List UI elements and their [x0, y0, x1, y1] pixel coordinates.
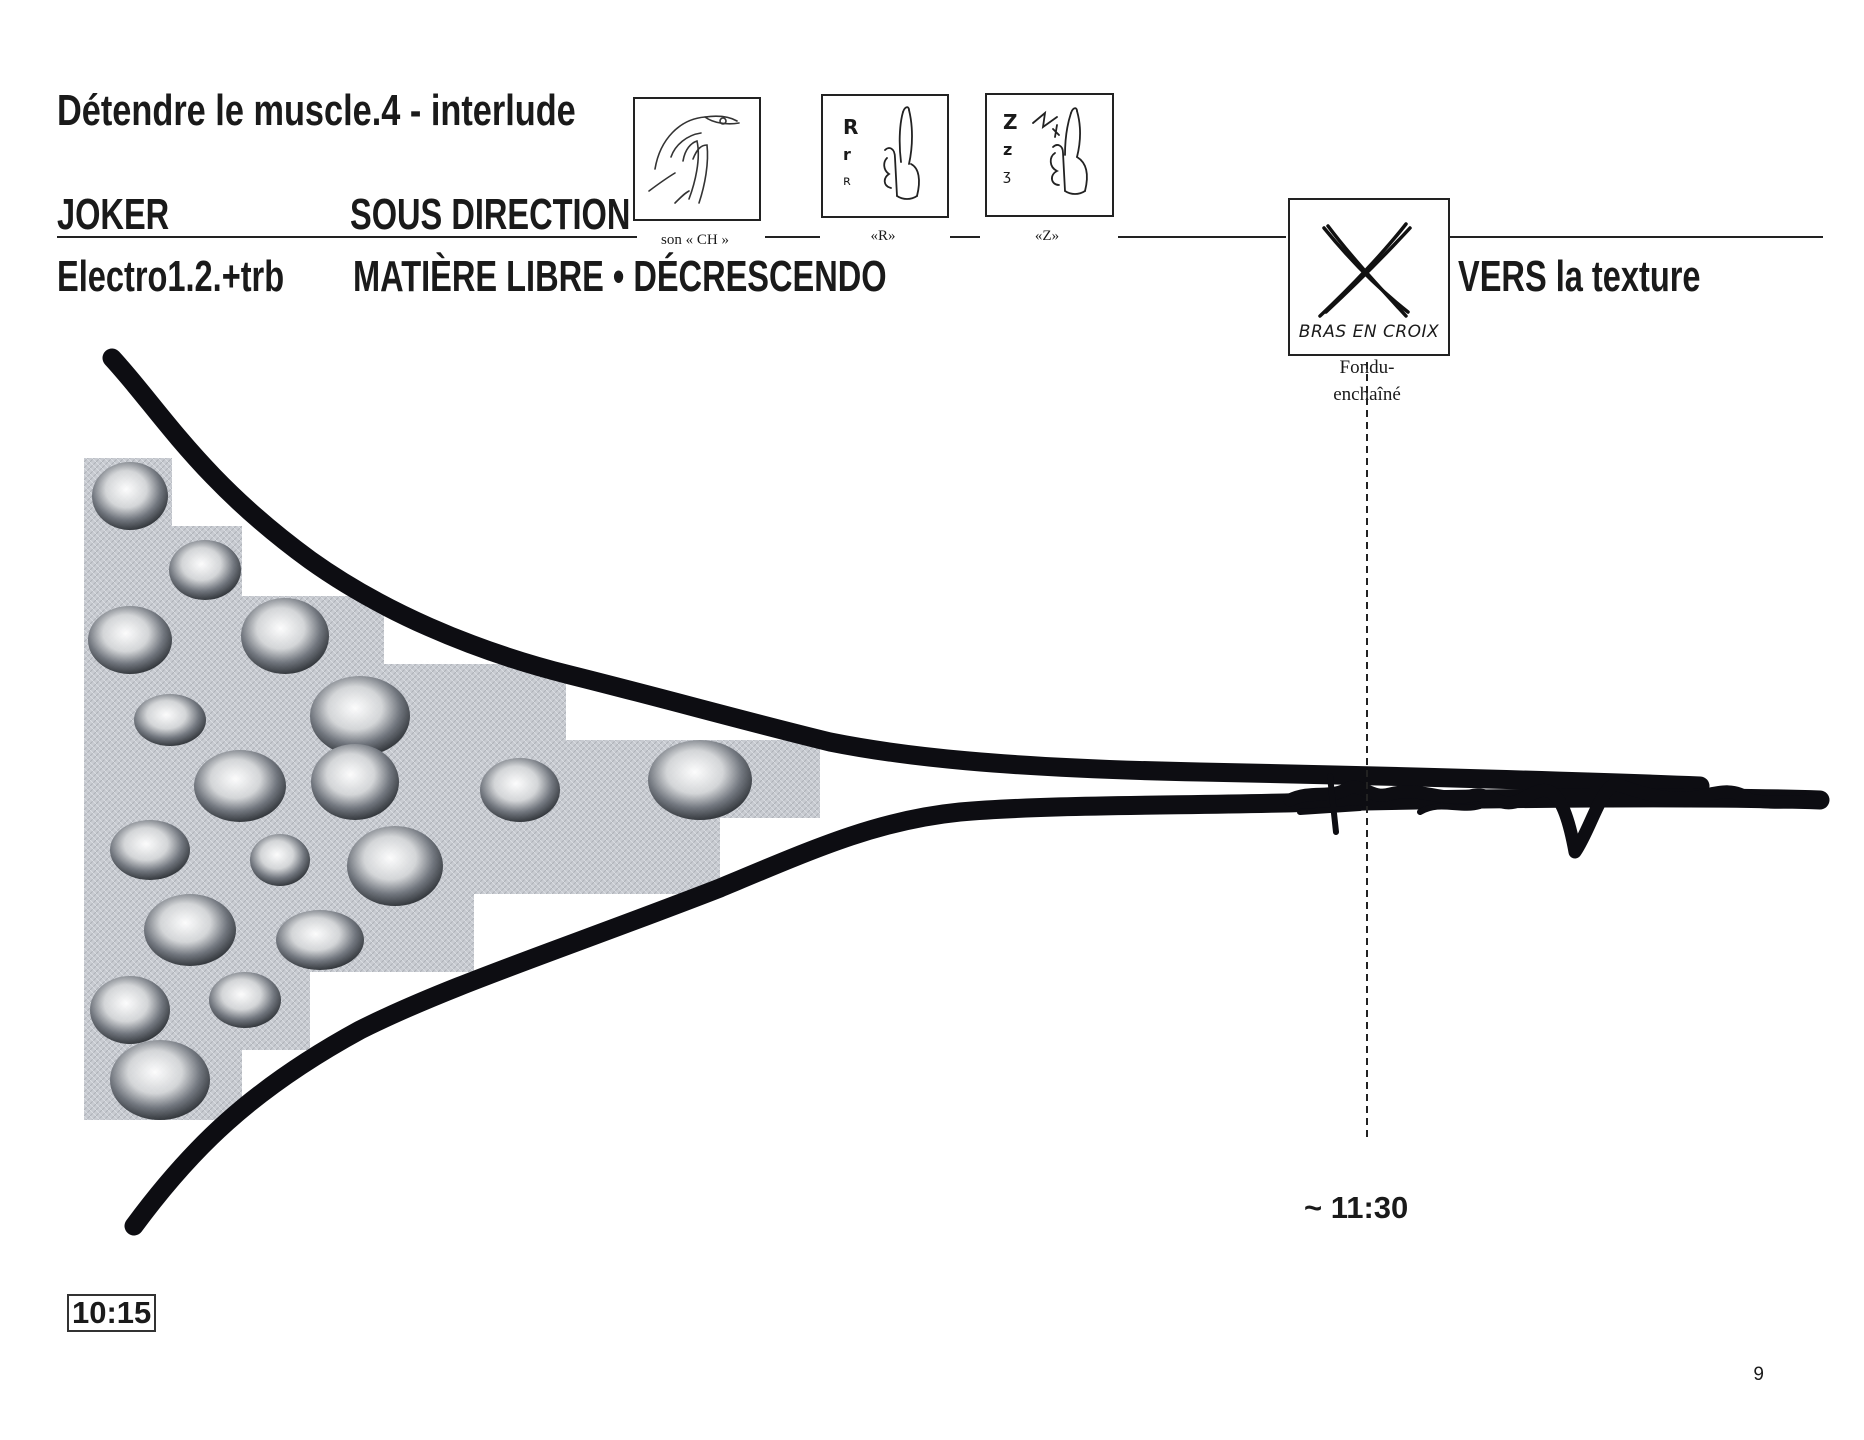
- cue-caption-2: enchaîné: [1333, 384, 1401, 405]
- sign-r-caption: «R»: [870, 228, 896, 244]
- page-number: 9: [1753, 1364, 1764, 1385]
- direction-heading: SOUS DIRECTION: [350, 190, 631, 239]
- cue-bras-en-croix: BRAS EN CROIX: [1288, 198, 1450, 356]
- sign-r-letters: R r ʀ: [843, 115, 859, 189]
- bras-en-croix-icon: [1318, 222, 1412, 318]
- header-rule: [950, 236, 980, 238]
- foil-collage: [84, 458, 820, 1120]
- hand-r-icon: [883, 106, 920, 200]
- joker-heading: JOKER: [57, 190, 170, 239]
- cue-box-text: BRAS EN CROIX: [1298, 322, 1440, 342]
- sign-r: R r ʀ: [821, 94, 949, 218]
- sign-ch-caption: son « CH »: [661, 232, 729, 248]
- page-title: Détendre le muscle.4 - interlude: [57, 86, 576, 135]
- header-rule: [1118, 236, 1286, 238]
- hand-z-icon: [1032, 107, 1088, 195]
- direction-instruction: MATIÈRE LIBRE • DÉCRESCENDO: [353, 252, 887, 301]
- start-time: 10:15: [67, 1294, 157, 1332]
- header-rule: [57, 236, 637, 238]
- sign-z-caption: «Z»: [1034, 228, 1060, 244]
- sign-z-letters: Z z ʒ: [1003, 110, 1018, 184]
- cue-time: ~ 11:30: [1304, 1190, 1409, 1225]
- sign-z: Z z ʒ: [985, 93, 1114, 217]
- joker-instruments: Electro1.2.+trb: [57, 252, 285, 301]
- hand-ch-icon: [648, 115, 740, 204]
- header-rule: [765, 236, 820, 238]
- sign-ch: [633, 97, 761, 221]
- cue-target: VERS la texture: [1458, 252, 1701, 301]
- texture-scribble: [1283, 773, 1829, 859]
- header-rule: [1450, 236, 1823, 238]
